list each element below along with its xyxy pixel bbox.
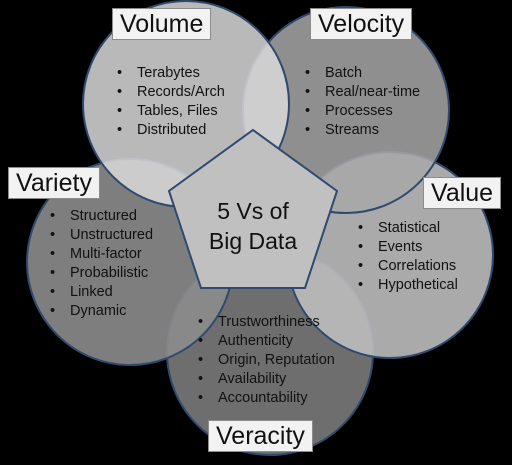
variety-title: Variety <box>8 167 100 199</box>
variety-item: Linked <box>50 283 153 302</box>
variety-item: Unstructured <box>50 226 153 245</box>
veracity-item: Origin, Reputation <box>198 351 335 370</box>
value-title: Value <box>423 177 502 209</box>
center-pentagon <box>167 128 339 289</box>
value-item: Correlations <box>358 257 458 276</box>
veracity-list: Trustworthiness Authenticity Origin, Rep… <box>198 313 335 408</box>
volume-item: Records/Arch <box>117 83 225 102</box>
value-item: Events <box>358 238 458 257</box>
value-list: Statistical Events Correlations Hypothet… <box>358 219 458 295</box>
veracity-item: Trustworthiness <box>198 313 335 332</box>
velocity-item: Real/near-time <box>305 83 420 102</box>
variety-item: Multi-factor <box>50 245 153 264</box>
velocity-item: Processes <box>305 102 420 121</box>
veracity-item: Authenticity <box>198 332 335 351</box>
variety-item: Structured <box>50 207 153 226</box>
veracity-title: Veracity <box>208 420 313 452</box>
volume-list: Terabytes Records/Arch Tables, Files Dis… <box>117 64 225 140</box>
veracity-item: Availability <box>198 370 335 389</box>
volume-item: Terabytes <box>117 64 225 83</box>
volume-item: Tables, Files <box>117 102 225 121</box>
variety-list: Structured Unstructured Multi-factor Pro… <box>50 207 153 321</box>
value-item: Hypothetical <box>358 276 458 295</box>
center-title: 5 Vs of Big Data <box>193 196 313 256</box>
variety-item: Probabilistic <box>50 264 153 283</box>
center-title-line2: Big Data <box>208 228 298 254</box>
volume-title: Volume <box>112 8 212 40</box>
veracity-item: Accountability <box>198 389 335 408</box>
velocity-list: Batch Real/near-time Processes Streams <box>305 64 420 140</box>
variety-item: Dynamic <box>50 302 153 321</box>
center-title-line1: 5 Vs of <box>217 198 289 224</box>
velocity-item: Streams <box>305 121 420 140</box>
volume-item: Distributed <box>117 121 225 140</box>
velocity-title: Velocity <box>310 8 413 40</box>
velocity-item: Batch <box>305 64 420 83</box>
value-item: Statistical <box>358 219 458 238</box>
